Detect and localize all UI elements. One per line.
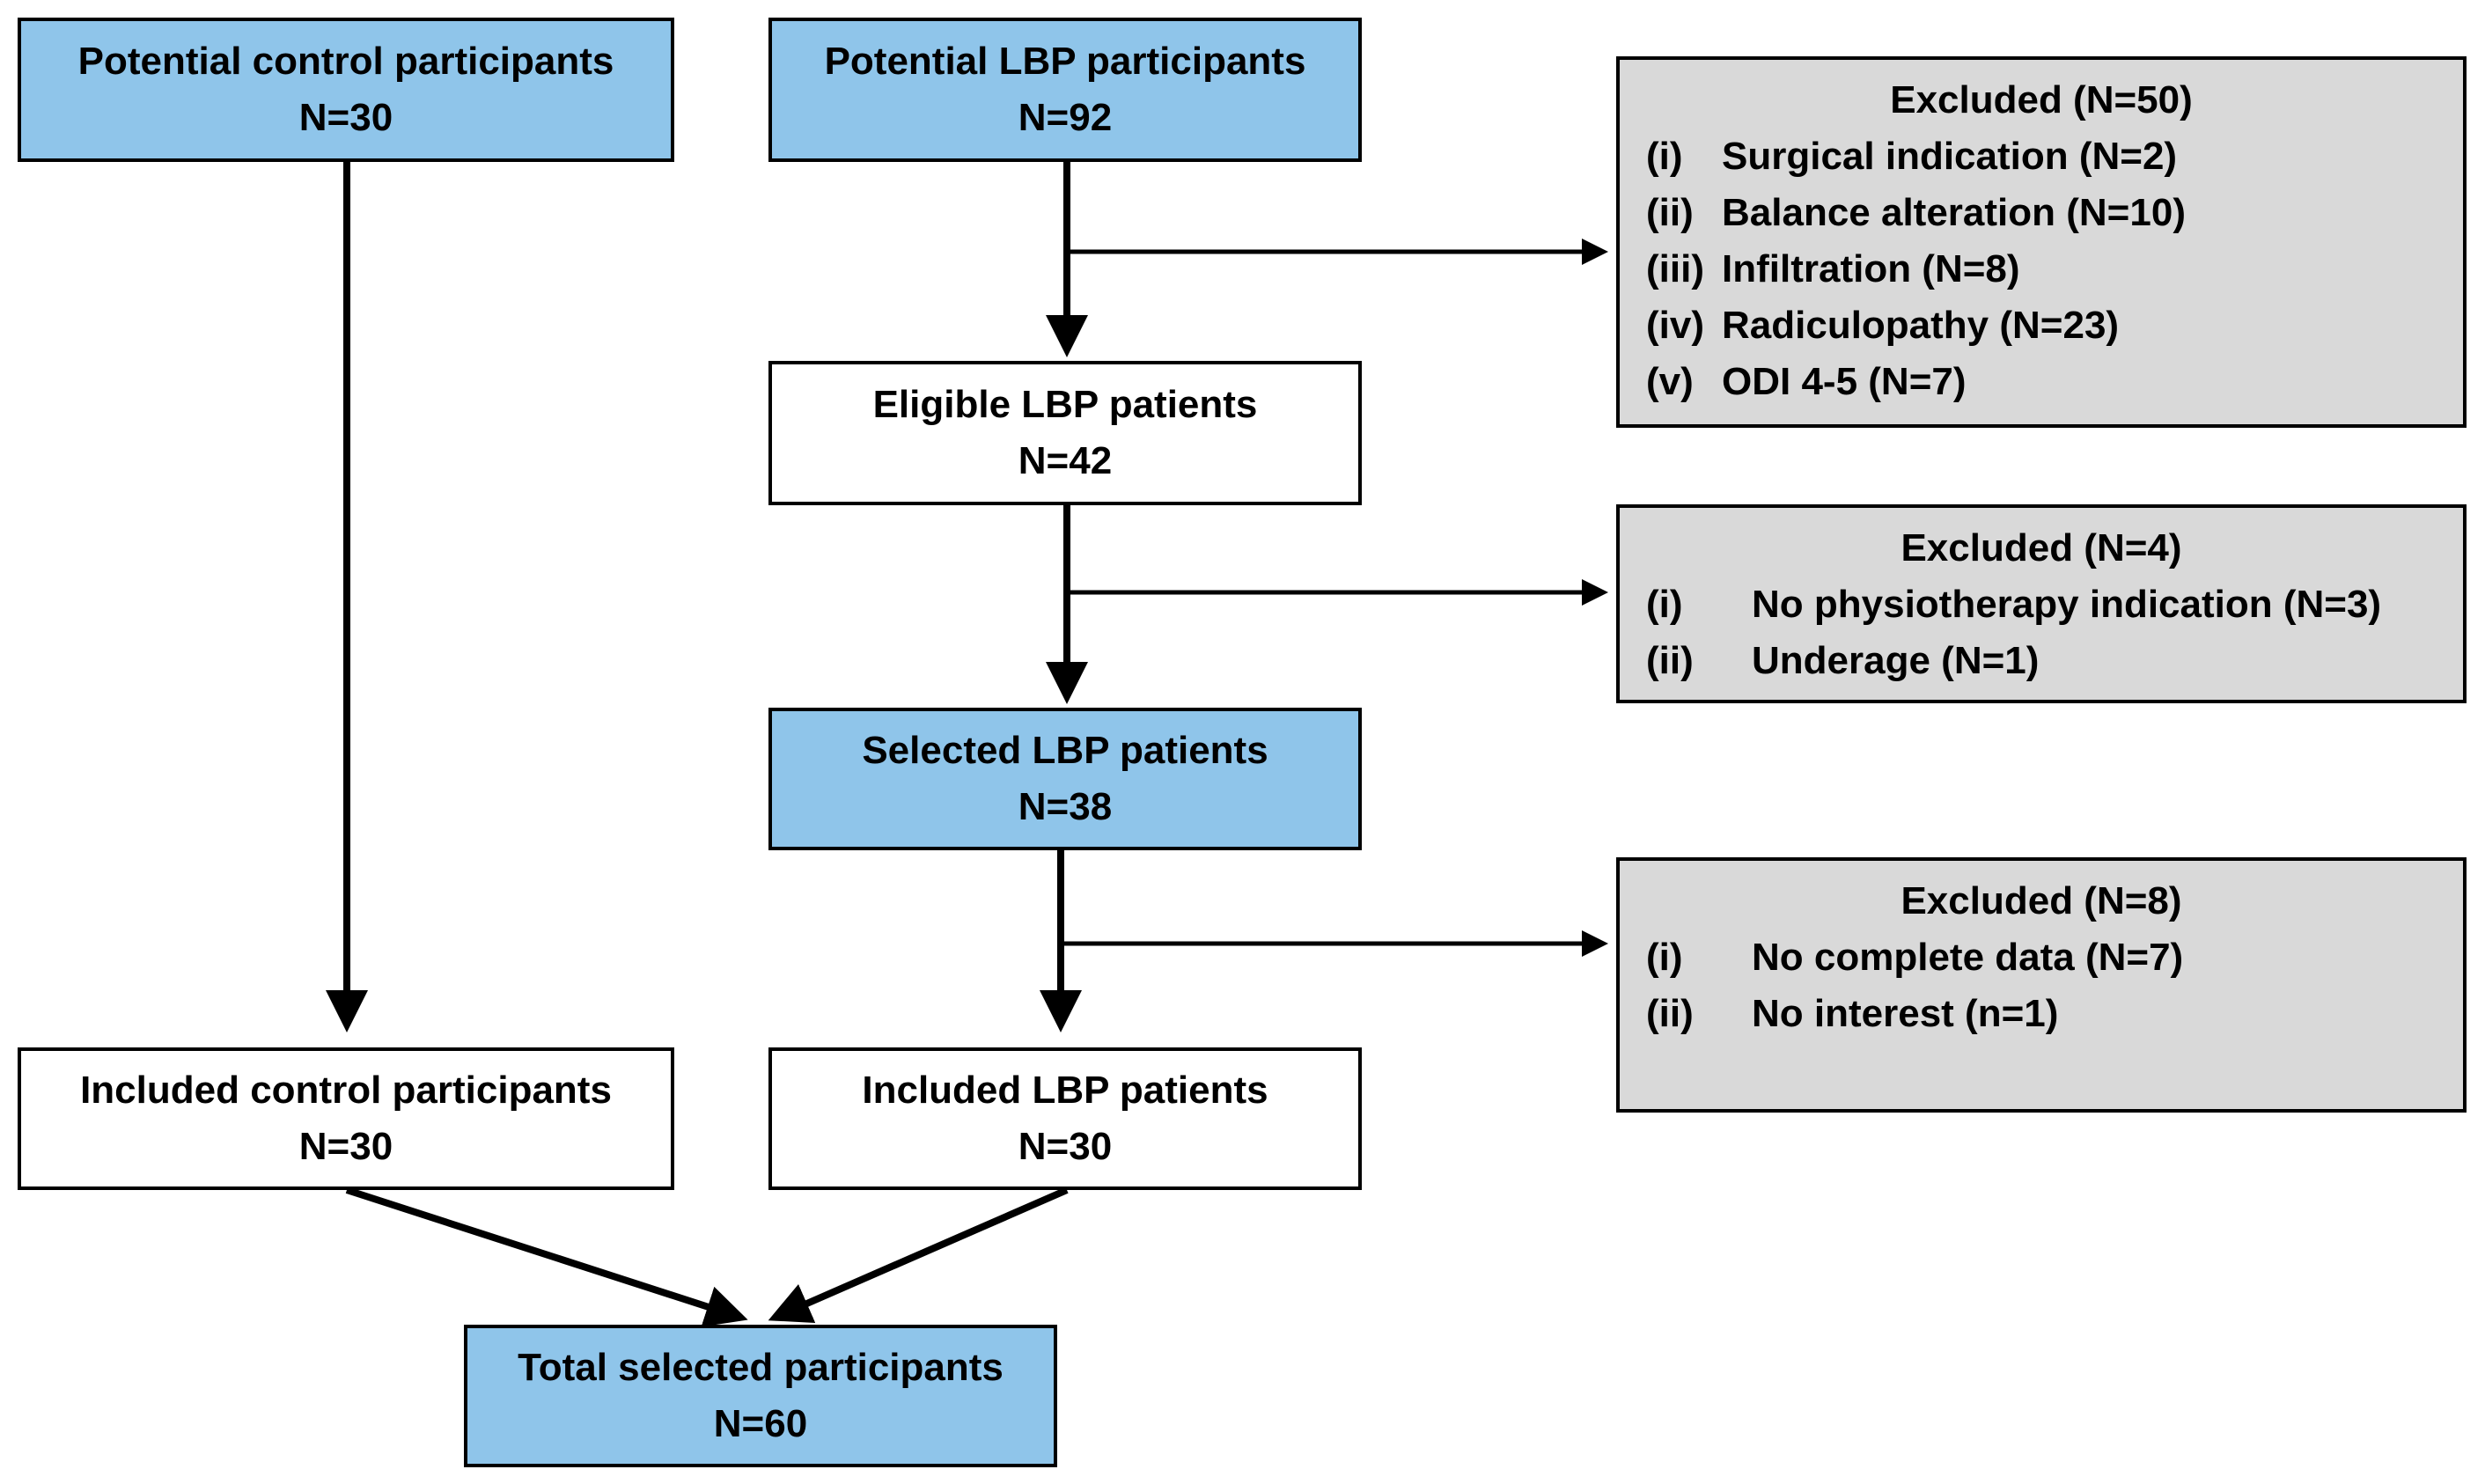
- excluded-item-num: (v): [1646, 360, 1694, 403]
- excluded-item-num: (ii): [1646, 639, 1694, 682]
- excluded-item-num: (ii): [1646, 992, 1694, 1035]
- box-total-selected: Total selected participants N=60: [464, 1325, 1057, 1467]
- arrow-control-to-total: [345, 1186, 748, 1327]
- excluded-item: (i) No physiotherapy indication (N=3): [1620, 577, 2463, 633]
- excluded-item-text: ODI 4-5 (N=7): [1722, 360, 1967, 403]
- excluded-item: (ii) Underage (N=1): [1620, 633, 2463, 689]
- box-count: N=30: [298, 96, 393, 139]
- excluded-item-num: (i): [1646, 936, 1683, 979]
- excluded-box-1: Excluded (N=50) (i) Surgical indication …: [1616, 56, 2467, 428]
- excluded-item-text: Underage (N=1): [1752, 639, 2040, 682]
- box-title: Eligible LBP patients: [872, 383, 1258, 426]
- excluded-box-2: Excluded (N=4) (i) No physiotherapy indi…: [1616, 504, 2467, 703]
- excluded-item: (i) Surgical indication (N=2): [1620, 129, 2463, 185]
- box-count: N=30: [1018, 1125, 1113, 1168]
- box-selected-lbp: Selected LBP patients N=38: [768, 708, 1362, 850]
- box-count: N=92: [1018, 96, 1113, 139]
- excluded-item-num: (i): [1646, 135, 1683, 178]
- excluded-item: (iii) Infiltration (N=8): [1620, 241, 2463, 298]
- box-title: Total selected participants: [518, 1346, 1004, 1389]
- excluded-item: (ii) Balance alteration (N=10): [1620, 185, 2463, 241]
- box-count: N=42: [1018, 439, 1113, 482]
- box-count: N=30: [298, 1125, 393, 1168]
- box-potential-control: Potential control participants N=30: [18, 18, 674, 162]
- box-title: Selected LBP patients: [862, 729, 1268, 772]
- excluded-item-text: Balance alteration (N=10): [1722, 191, 2186, 234]
- box-title: Potential control participants: [77, 40, 614, 83]
- excluded-title: Excluded (N=4): [1901, 526, 2182, 569]
- excluded-title: Excluded (N=50): [1890, 78, 2193, 121]
- box-title: Included LBP patients: [862, 1069, 1268, 1112]
- excluded-item: (i) No complete data (N=7): [1620, 929, 2463, 986]
- excluded-item-num: (iii): [1646, 247, 1704, 290]
- excluded-item-text: Surgical indication (N=2): [1722, 135, 2178, 178]
- excluded-item: (iv) Radiculopathy (N=23): [1620, 298, 2463, 354]
- excluded-title: Excluded (N=8): [1901, 879, 2182, 922]
- excluded-item-num: (ii): [1646, 191, 1694, 234]
- box-count: N=60: [713, 1402, 808, 1445]
- box-count: N=38: [1018, 785, 1113, 828]
- excluded-item-num: (i): [1646, 583, 1683, 626]
- box-title: Included control participants: [80, 1069, 612, 1112]
- box-title: Potential LBP participants: [824, 40, 1306, 83]
- box-included-control: Included control participants N=30: [18, 1047, 674, 1190]
- arrow-lbp-to-total: [768, 1186, 1069, 1323]
- excluded-item: (v) ODI 4-5 (N=7): [1620, 354, 2463, 410]
- excluded-item-text: Infiltration (N=8): [1722, 247, 2020, 290]
- box-eligible-lbp: Eligible LBP patients N=42: [768, 361, 1362, 505]
- box-potential-lbp: Potential LBP participants N=92: [768, 18, 1362, 162]
- box-included-lbp: Included LBP patients N=30: [768, 1047, 1362, 1190]
- excluded-item-text: No interest (n=1): [1752, 992, 2059, 1035]
- excluded-box-3: Excluded (N=8) (i) No complete data (N=7…: [1616, 857, 2467, 1113]
- excluded-item: (ii) No interest (n=1): [1620, 986, 2463, 1042]
- excluded-item-text: No physiotherapy indication (N=3): [1752, 583, 2382, 626]
- excluded-item-text: No complete data (N=7): [1752, 936, 2184, 979]
- excluded-item-num: (iv): [1646, 304, 1704, 347]
- excluded-item-text: Radiculopathy (N=23): [1722, 304, 2120, 347]
